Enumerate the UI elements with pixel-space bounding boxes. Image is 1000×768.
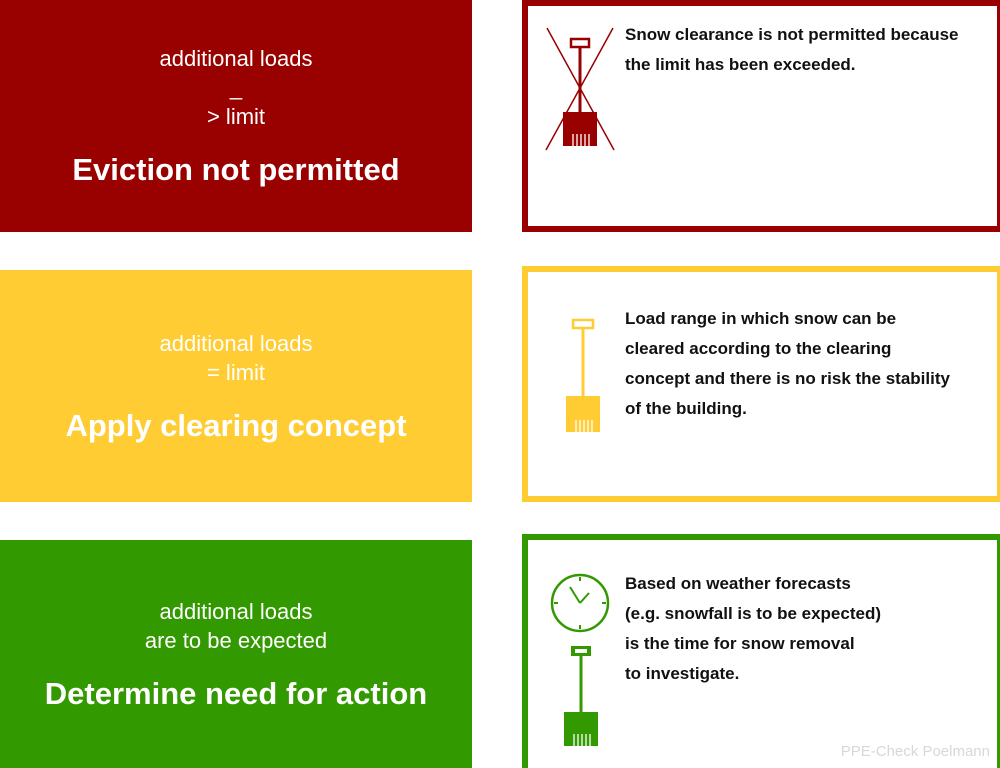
panel-title: Determine need for action [44, 675, 428, 711]
panel-title: Eviction not permitted [72, 152, 400, 187]
condition-line2: _> limit [206, 75, 266, 129]
row-determine-need-for-action: additional loads are to be expected Dete… [0, 534, 1000, 768]
description-text: Based on weather forecasts (e.g. snowfal… [625, 574, 881, 683]
description-text: Load range in which snow can be cleared … [625, 309, 950, 418]
description-text: Snow clearance is not permitted because … [625, 25, 959, 74]
condition-line1: additional loads [159, 46, 313, 71]
condition-text: additional loads _> limit [160, 44, 313, 131]
status-panel-green: additional loads are to be expected Dete… [0, 540, 472, 768]
status-panel-red: additional loads _> limit Eviction not p… [0, 0, 472, 232]
status-panel-yellow: additional loads = limit Apply clearing … [0, 270, 472, 502]
description-box-yellow: Load range in which snow can be cleared … [522, 266, 1000, 502]
condition-text: additional loads are to be expected [145, 597, 327, 655]
condition-text: additional loads = limit [160, 329, 313, 387]
panel-title: Apply clearing concept [65, 407, 407, 443]
condition-line2: are to be expected [144, 627, 328, 653]
snow-shovel-icon [566, 318, 600, 432]
condition-line1: additional loads [159, 598, 313, 624]
row-eviction-not-permitted: additional loads _> limit Eviction not p… [0, 0, 1000, 232]
row-apply-clearing-concept: additional loads = limit Apply clearing … [0, 266, 1000, 502]
condition-line2: = limit [206, 359, 266, 385]
condition-line1: additional loads [159, 330, 313, 356]
credit-watermark: PPE-Check Poelmann [840, 743, 990, 760]
clock-icon [550, 573, 610, 633]
description-box-red: Snow clearance is not permitted because … [522, 0, 1000, 232]
crossed-out-snow-shovel-icon [545, 27, 615, 151]
condition-symbol: _ [229, 75, 243, 100]
description-box-green: Based on weather forecasts (e.g. snowfal… [522, 534, 1000, 768]
snow-shovel-icon [564, 646, 598, 746]
